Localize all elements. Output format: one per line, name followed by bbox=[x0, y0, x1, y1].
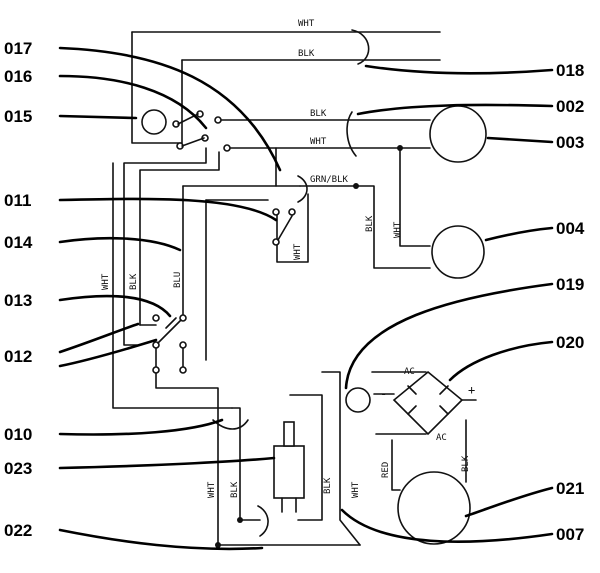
wire-red bbox=[391, 439, 401, 491]
wire-label-blk-right: BLK bbox=[461, 455, 471, 472]
bridge-label-ac-top: AC bbox=[404, 367, 415, 377]
switch-box-outline bbox=[131, 31, 183, 144]
callout-018: 018 bbox=[556, 61, 584, 80]
leader-017 bbox=[58, 46, 282, 172]
junction-dot bbox=[215, 542, 221, 548]
relay-023-legs bbox=[281, 497, 297, 513]
wire-label-blk-center: BLK bbox=[323, 477, 333, 494]
bridge-labels: AC AC - + bbox=[380, 367, 475, 443]
leader-022 bbox=[58, 528, 264, 551]
leader-021 bbox=[464, 486, 554, 518]
callout-004: 004 bbox=[556, 219, 585, 238]
switch-017 bbox=[176, 134, 231, 152]
callout-022: 022 bbox=[4, 521, 32, 540]
junction-dot bbox=[397, 145, 403, 151]
relay-023-stem bbox=[283, 421, 295, 447]
components bbox=[141, 105, 487, 548]
leader-002 bbox=[356, 103, 554, 116]
callout-003: 003 bbox=[556, 133, 584, 152]
switch-012-013 bbox=[152, 314, 187, 374]
leader-023 bbox=[58, 456, 276, 470]
leader-014 bbox=[58, 236, 182, 252]
callout-012: 012 bbox=[4, 347, 32, 366]
callout-019: 019 bbox=[556, 275, 584, 294]
bridge-label-ac-bottom: AC bbox=[436, 433, 447, 443]
leader-004 bbox=[484, 226, 554, 242]
wire-wht-left bbox=[123, 147, 207, 346]
leader-012b bbox=[58, 338, 158, 368]
leader-013 bbox=[58, 294, 172, 318]
wire-blk-left bbox=[139, 151, 220, 326]
callout-016: 016 bbox=[4, 67, 32, 86]
callouts: 017 016 015 011 014 013 012 010 023 022 … bbox=[4, 39, 585, 544]
wire-label-blk-top: BLK bbox=[298, 49, 315, 59]
cable-clamp-018 bbox=[351, 29, 370, 65]
wire-label-wht-top: WHT bbox=[298, 19, 315, 29]
junction-dot bbox=[237, 517, 243, 523]
callout-007: 007 bbox=[556, 525, 584, 544]
callout-010: 010 bbox=[4, 425, 32, 444]
callout-017: 017 bbox=[4, 39, 32, 58]
callout-002: 002 bbox=[556, 97, 584, 116]
bridge-label-plus: + bbox=[468, 383, 475, 397]
wire-label-blk-left: BLK bbox=[129, 273, 139, 290]
junction-dot bbox=[353, 183, 359, 189]
motor-004 bbox=[431, 225, 485, 279]
wire-label-red: RED bbox=[381, 462, 391, 478]
callout-015: 015 bbox=[4, 107, 32, 126]
motor-021 bbox=[397, 471, 471, 545]
leader-011 bbox=[58, 197, 278, 222]
leader-019 bbox=[344, 282, 554, 390]
leader-016 bbox=[58, 74, 208, 130]
wire-label-grn-blk: GRN/BLK bbox=[310, 175, 349, 185]
leader-018 bbox=[364, 64, 554, 75]
leader-007 bbox=[340, 508, 554, 543]
wire-label-wht-mid: WHT bbox=[310, 137, 327, 147]
bridge-rectifier-020 bbox=[392, 370, 464, 436]
wire-label-blk-004: BLK bbox=[365, 215, 375, 232]
leader-lines bbox=[58, 46, 554, 551]
clamp-022 bbox=[257, 505, 269, 537]
switch-011-box bbox=[276, 193, 309, 263]
callout-023: 023 bbox=[4, 459, 32, 478]
component-019 bbox=[345, 387, 371, 413]
wire-label-wht-004: WHT bbox=[393, 221, 403, 238]
wire-left-outer bbox=[112, 162, 233, 409]
callout-014: 014 bbox=[4, 233, 33, 252]
wire-wht-004 bbox=[399, 147, 431, 247]
switch-011 bbox=[272, 208, 296, 246]
leader-015 bbox=[58, 114, 138, 120]
wire-label-blu-left: BLU bbox=[173, 272, 183, 288]
callout-021: 021 bbox=[556, 479, 584, 498]
wire-label-wht-left: WHT bbox=[101, 273, 111, 290]
leader-010 bbox=[58, 418, 224, 436]
wire-label-blk-mid: BLK bbox=[310, 109, 327, 119]
clamp-011 bbox=[297, 175, 308, 203]
wire-blk-center bbox=[289, 394, 323, 521]
relay-023 bbox=[273, 445, 305, 499]
wire-label-wht-center: WHT bbox=[351, 481, 361, 498]
lamp-015 bbox=[141, 109, 167, 135]
wire-labels: WHT BLK BLK WHT GRN/BLK BLK WHT WHT WHT … bbox=[101, 19, 471, 498]
wire-blk-bottom bbox=[231, 407, 261, 521]
leader-003 bbox=[486, 136, 554, 144]
wire-wht-center bbox=[321, 371, 361, 546]
wire-012-down bbox=[155, 344, 219, 409]
cable-clamp-002 bbox=[346, 111, 357, 157]
bridge-label-minus: - bbox=[380, 387, 387, 401]
wire-label-blk-bottom: BLK bbox=[230, 481, 240, 498]
wire-label-wht-011: WHT bbox=[293, 243, 303, 260]
wire-blk-004 bbox=[355, 185, 431, 269]
callout-013: 013 bbox=[4, 291, 32, 310]
callout-020: 020 bbox=[556, 333, 584, 352]
callout-011: 011 bbox=[4, 191, 31, 210]
leader-020 bbox=[448, 340, 554, 382]
leader-012a bbox=[58, 322, 140, 354]
motor-003 bbox=[429, 105, 487, 163]
wire-label-wht-bottom: WHT bbox=[207, 481, 217, 498]
